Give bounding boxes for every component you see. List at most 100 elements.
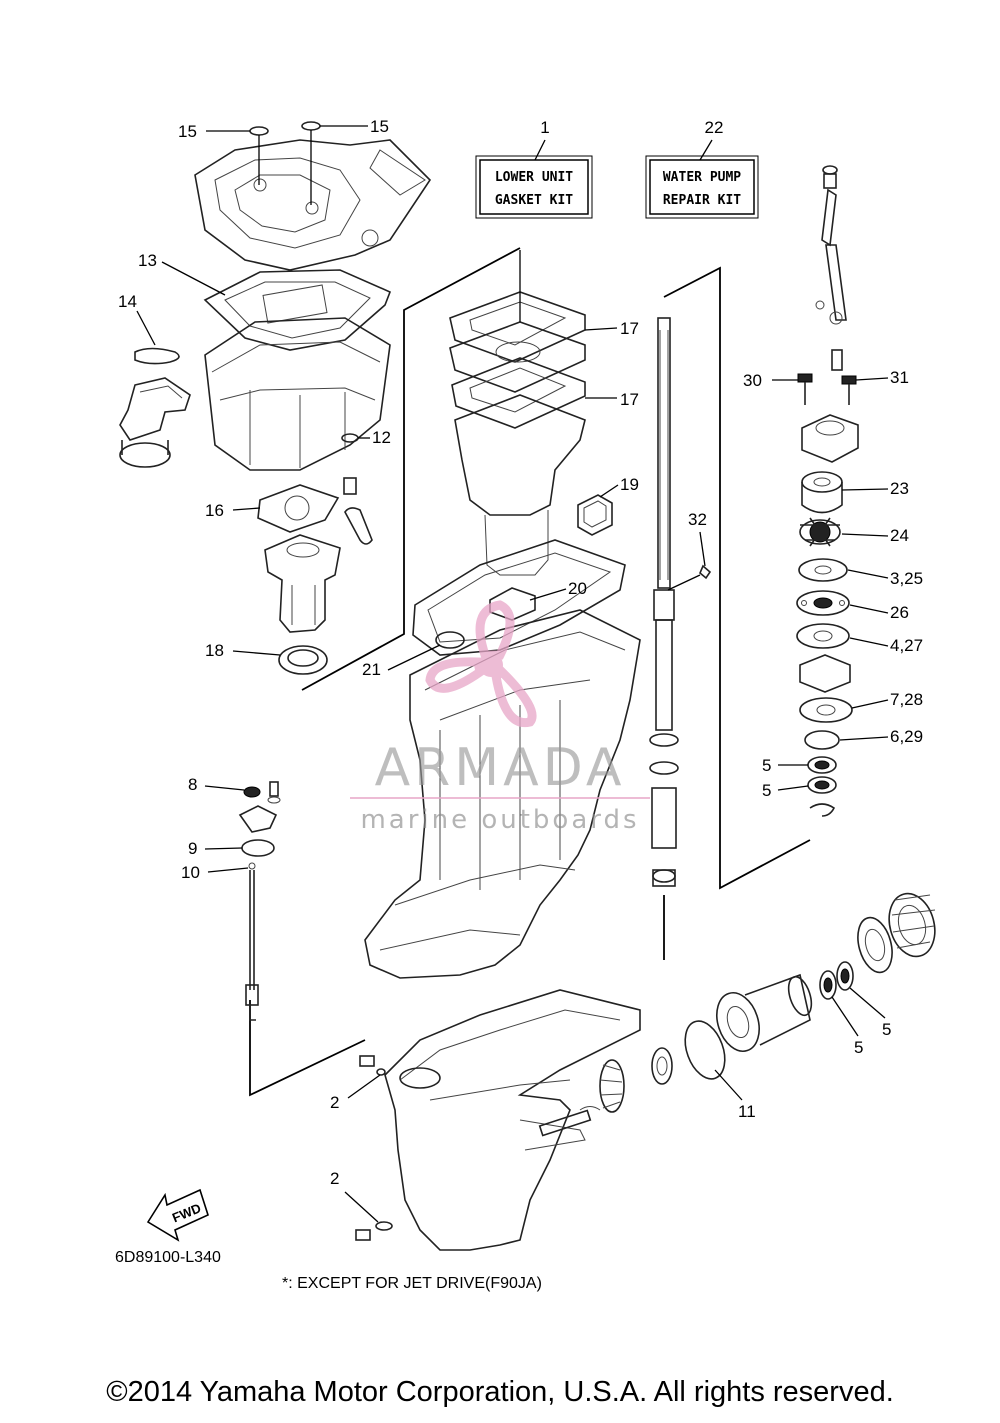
callout-14: 14: [118, 292, 137, 311]
o-ring-15-left: [249, 126, 269, 185]
watermark-tagline: marine outboards: [360, 805, 639, 835]
seal-8: [243, 786, 261, 798]
drive-shaft-part: [653, 317, 675, 731]
upper-casing-part: [194, 139, 432, 271]
pump-housing-part: [801, 414, 859, 463]
callout-17-lower: 17: [620, 390, 639, 409]
callout-6-29: 6,29: [890, 727, 923, 746]
armada-watermark: ARMADA marine outboards: [350, 600, 650, 835]
oil-seal-5-upper: [807, 756, 837, 774]
callout-18: 18: [205, 641, 224, 660]
exhaust-gasket-17-upper: [449, 291, 586, 363]
callout-31: 31: [890, 368, 909, 387]
oil-seal-5-shaft-inner: [819, 970, 837, 1000]
oil-seal-18: [278, 645, 328, 675]
bolt-30: [797, 373, 813, 405]
callout-2-upper: 2: [330, 1093, 339, 1112]
shift-rod-holder-part: [238, 781, 281, 833]
fwd-label: FWD: [170, 1200, 203, 1225]
callout-3-25: 3,25: [890, 569, 923, 588]
callout-9: 9: [188, 839, 197, 858]
water-pump-kit-line1: WATER PUMP: [663, 170, 741, 185]
callout-5-lower: 5: [762, 781, 771, 800]
gasket-13: [203, 269, 392, 351]
gasket-16: [257, 484, 340, 533]
lower-unit-kit-line1: LOWER UNIT: [495, 170, 573, 185]
callout-1: 1: [540, 118, 549, 137]
ring-nut-part: [888, 892, 936, 958]
oil-seal-5-shaft-outer: [836, 961, 854, 991]
upper-casing-drive-housing: [364, 609, 641, 979]
lower-unit-kit-line2: GASKET KIT: [495, 193, 573, 208]
muffler-part: [454, 394, 586, 576]
propeller-logo-icon: [425, 600, 537, 728]
seal-12: [341, 433, 359, 443]
callout-2-lower: 2: [330, 1169, 339, 1188]
drain-fitting-part: [343, 477, 373, 545]
bearing-part: [651, 1047, 673, 1085]
lower-unit-gasket-kit-box: 1 LOWER UNIT GASKET KIT: [475, 118, 593, 219]
callout-5-upper: 5: [762, 756, 771, 775]
oil-seal-5-lower: [807, 776, 837, 794]
gasket-14: [134, 347, 180, 365]
key-32: [699, 564, 712, 580]
o-ring-6-29: [804, 730, 840, 750]
forward-gear-part: [599, 1059, 625, 1113]
callout-13: 13: [138, 251, 157, 270]
o-ring-9: [241, 839, 275, 857]
propeller-shaft-part: [538, 1106, 601, 1137]
water-tube-part: [815, 165, 847, 371]
callout-30: 30: [743, 371, 762, 390]
o-ring-11: [684, 1020, 726, 1080]
callout-19: 19: [620, 475, 639, 494]
pump-base-part: [799, 654, 851, 693]
bolt-31: [841, 375, 857, 405]
callout-5-shaft-inner: 5: [854, 1038, 863, 1057]
impeller-24: [799, 517, 841, 547]
callout-20: 20: [568, 579, 587, 598]
callout-12: 12: [372, 428, 391, 447]
callout-24: 24: [890, 526, 909, 545]
gasket-4-27: [796, 623, 850, 649]
insert-cartridge-23: [801, 471, 843, 514]
callout-16: 16: [205, 501, 224, 520]
drain-screw-2-lower: [355, 1221, 393, 1241]
callout-32: 32: [688, 510, 707, 529]
footnote: *: EXCEPT FOR JET DRIVE(F90JA): [282, 1275, 542, 1292]
callout-15-right: 15: [370, 117, 389, 136]
shift-rod-10: [245, 862, 259, 1021]
gasket-7-28: [799, 697, 853, 723]
watermark-brand: ARMADA: [375, 738, 626, 798]
gasket-21: [412, 539, 626, 656]
document-code: 6D89100-L340: [115, 1249, 221, 1266]
water-pump-kit-line2: REPAIR KIT: [663, 193, 741, 208]
circlip-part: [809, 803, 836, 817]
lower-case-part: [384, 989, 641, 1251]
outer-plate-26: [796, 590, 850, 616]
callout-11: 11: [738, 1102, 756, 1121]
drain-screw-2-upper: [359, 1055, 386, 1076]
o-ring-21: [435, 631, 465, 649]
oil-strainer-part: [119, 377, 191, 468]
callout-8: 8: [188, 775, 197, 794]
callout-4-27: 4,27: [890, 636, 923, 655]
callout-7-28: 7,28: [890, 690, 923, 709]
callout-26: 26: [890, 603, 909, 622]
callout-22: 22: [705, 118, 724, 137]
drive-shaft-bushings: [649, 733, 679, 887]
gasket-3-25: [798, 558, 848, 582]
exhaust-gasket-17-lower: [451, 357, 586, 429]
exhaust-guide-plate: [449, 321, 586, 393]
callout-15-left: 15: [178, 122, 197, 141]
copyright-notice: ©2014 Yamaha Motor Corporation, U.S.A. A…: [106, 1376, 894, 1408]
callout-21: 21: [362, 660, 381, 679]
propeller-shaft-housing-part: [716, 973, 813, 1052]
callout-17-upper: 17: [620, 319, 639, 338]
callout-10: 10: [181, 863, 200, 882]
grommet-19: [577, 494, 613, 536]
water-pump-repair-kit-box: 22 WATER PUMP REPAIR KIT: [645, 118, 759, 219]
claw-washer-part: [857, 916, 893, 974]
fwd-arrow-icon: FWD: [146, 1188, 209, 1242]
oil-pan-part: [204, 317, 391, 471]
